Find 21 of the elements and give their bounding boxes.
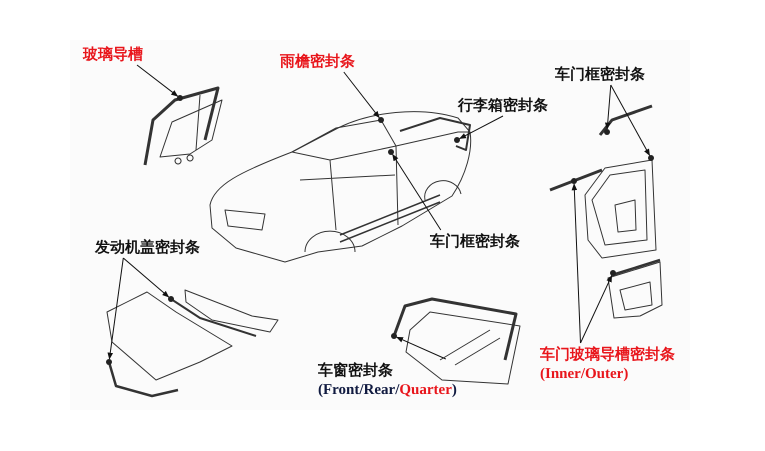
leader-line bbox=[122, 258, 170, 298]
leader-line bbox=[459, 116, 504, 140]
leader-line bbox=[136, 64, 178, 97]
part-label: 车门框密封条 bbox=[430, 231, 520, 251]
leader-line bbox=[610, 84, 650, 156]
leader-line bbox=[392, 154, 442, 230]
part-label: 车窗密封条 bbox=[318, 360, 394, 380]
leader-line bbox=[107, 258, 124, 360]
part-label: 车门框密封条 bbox=[555, 64, 645, 84]
leader-line bbox=[343, 72, 380, 118]
part-label: 车门玻璃导槽密封条 bbox=[540, 344, 675, 364]
part-label: 雨檐密封条 bbox=[280, 51, 355, 71]
variant-label: (Inner/Outer) bbox=[540, 365, 630, 384]
leader-line bbox=[572, 183, 581, 344]
leader-line bbox=[396, 336, 446, 360]
leader-line bbox=[580, 275, 612, 344]
part-label: 发动机盖密封条 bbox=[95, 237, 200, 257]
part-label: 行李箱密封条 bbox=[458, 95, 548, 115]
part-label: 玻璃导槽 bbox=[83, 44, 143, 64]
leader-line bbox=[604, 84, 612, 130]
variant-label: (Front/Rear/Quarter) bbox=[318, 381, 457, 400]
